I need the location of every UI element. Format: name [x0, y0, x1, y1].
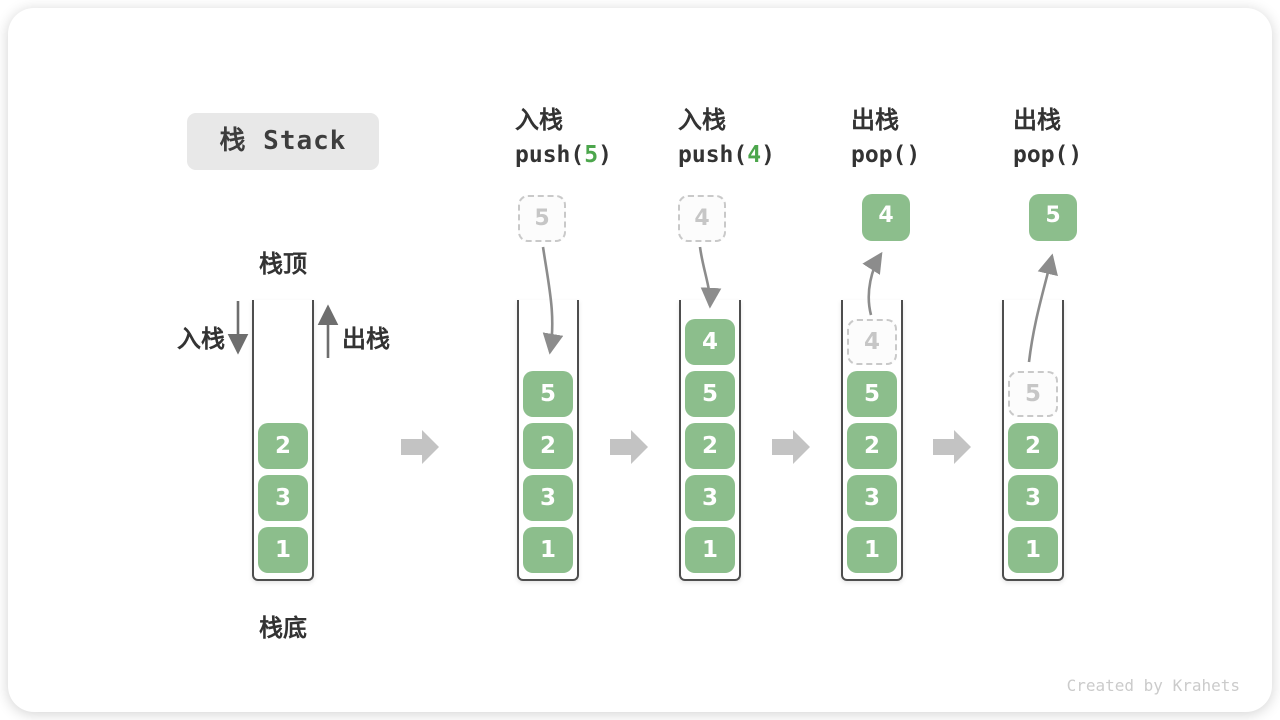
operation-code-label: pop()	[1013, 141, 1082, 169]
operation-label-pop2: 出栈 pop()	[1013, 106, 1082, 169]
stack-container: 1 3 2 5	[1002, 300, 1064, 581]
incoming-element-box: 4	[678, 195, 726, 242]
stack-cell: 3	[523, 475, 573, 521]
stack-cell: 1	[847, 527, 897, 573]
popped-element-box: 4	[862, 194, 910, 241]
code-pre: push(	[678, 142, 748, 168]
code-post: )	[761, 142, 775, 168]
watermark: Created by Krahets	[1066, 676, 1240, 695]
stack-cell: 4	[685, 319, 735, 365]
stack-cell: 1	[1008, 527, 1058, 573]
stack-cell: 2	[1008, 423, 1058, 469]
code-arg: 5	[584, 142, 599, 168]
stack-cell: 5	[523, 371, 573, 417]
push-direction-label: 入栈	[177, 325, 225, 353]
operation-code-label: push(4)	[678, 141, 775, 169]
code-pre: pop()	[1013, 142, 1083, 168]
stack-cell: 5	[685, 371, 735, 417]
operation-zh-label: 入栈	[515, 106, 563, 134]
stack-top-label: 栈顶	[259, 250, 307, 278]
push-motion-arrow-icon	[698, 246, 722, 309]
incoming-element-box: 5	[518, 195, 566, 242]
transition-arrow-icon	[933, 430, 971, 464]
stack-cell: 1	[685, 527, 735, 573]
operation-zh-label: 入栈	[678, 106, 726, 134]
operation-zh-label: 出栈	[851, 106, 899, 134]
stack-cell-ghost: 4	[847, 319, 897, 365]
code-post: )	[598, 142, 612, 168]
operation-code-label: push(5)	[515, 141, 612, 169]
transition-arrow-icon	[772, 430, 810, 464]
stack-cell: 3	[258, 475, 308, 521]
operation-code-label: pop()	[851, 141, 920, 169]
transition-arrow-icon	[401, 430, 439, 464]
code-pre: pop()	[851, 142, 921, 168]
stack-container: 1 3 2 5 4	[841, 300, 903, 581]
stack-container: 1 3 2	[252, 300, 314, 581]
operation-label-pop1: 出栈 pop()	[851, 106, 920, 169]
stack-bottom-label: 栈底	[259, 614, 307, 642]
code-pre: push(	[515, 142, 585, 168]
stack-cell: 1	[523, 527, 573, 573]
stack-cell: 3	[1008, 475, 1058, 521]
stack-cell: 3	[685, 475, 735, 521]
pop-direction-label: 出栈	[342, 325, 390, 353]
code-arg: 4	[747, 142, 762, 168]
operation-label-push5: 入栈 push(5)	[515, 106, 612, 169]
stack-cell: 1	[258, 527, 308, 573]
transition-arrow-icon	[610, 430, 648, 464]
operation-label-push4: 入栈 push(4)	[678, 106, 775, 169]
stack-container: 1 3 2 5	[517, 300, 579, 581]
stack-container: 1 3 2 5 4	[679, 300, 741, 581]
stack-cell: 2	[258, 423, 308, 469]
operation-zh-label: 出栈	[1013, 106, 1061, 134]
stack-cell: 5	[847, 371, 897, 417]
stack-cell: 3	[847, 475, 897, 521]
stack-cell: 2	[847, 423, 897, 469]
title-badge: 栈 Stack	[187, 113, 379, 170]
stack-cell: 2	[685, 423, 735, 469]
stack-cell: 2	[523, 423, 573, 469]
stack-cell-ghost: 5	[1008, 371, 1058, 417]
popped-element-box: 5	[1029, 194, 1077, 241]
